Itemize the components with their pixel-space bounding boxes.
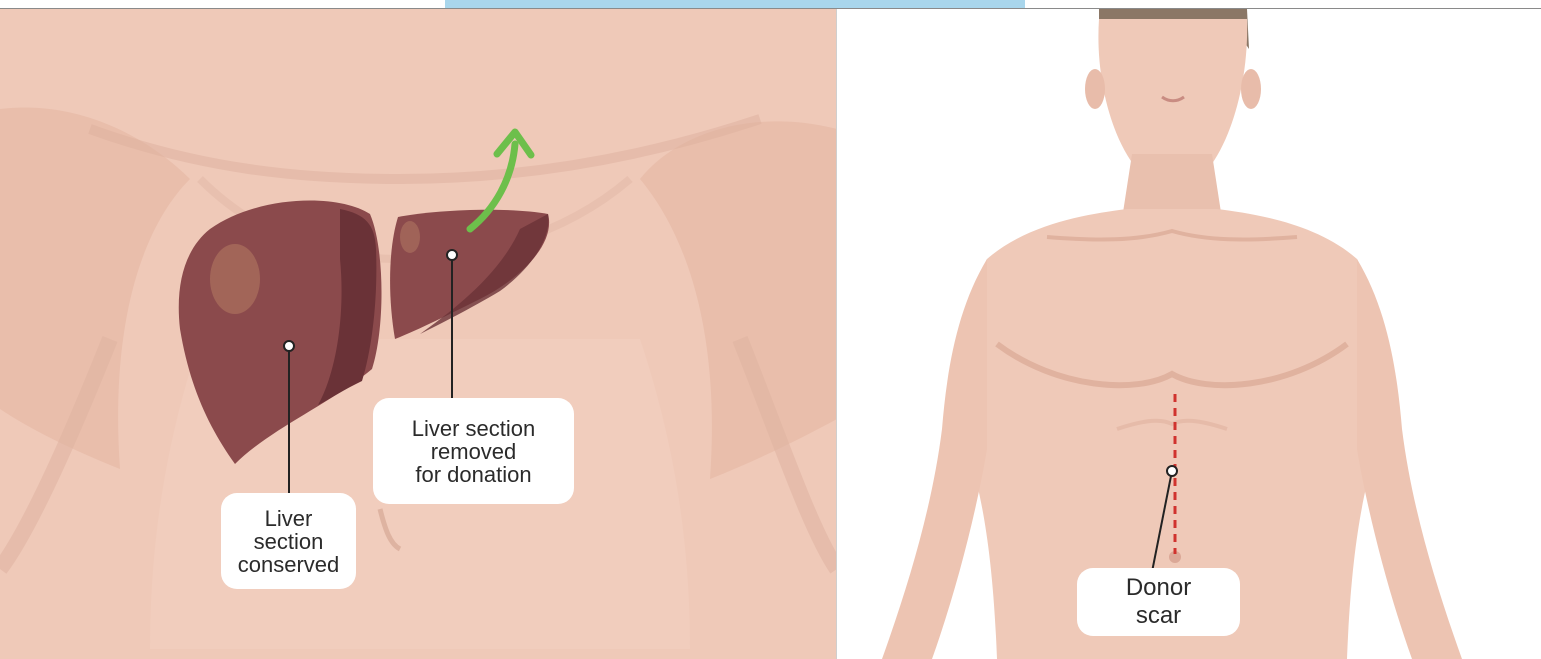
label-scar-line1: Donor xyxy=(1126,574,1191,602)
donor-body-panel: Donor scar xyxy=(837,9,1541,659)
label-removed-line2: removed xyxy=(412,440,536,463)
label-donor-scar: Donor scar xyxy=(1077,568,1240,636)
label-conserved-line1: Liver xyxy=(238,507,340,530)
donor-body-illustration xyxy=(837,9,1541,659)
label-removed-line3: for donation xyxy=(412,463,536,486)
label-conserved-line3: conserved xyxy=(238,553,340,576)
liver-closeup-illustration xyxy=(0,9,837,659)
label-liver-section-conserved: Liver section conserved xyxy=(221,493,356,589)
liver-closeup-panel: Liver section conserved Liver section re… xyxy=(0,9,837,659)
label-conserved-line2: section xyxy=(238,530,340,553)
label-removed-line1: Liver section xyxy=(412,417,536,440)
label-liver-section-removed: Liver section removed for donation xyxy=(373,398,574,504)
label-scar-line2: scar xyxy=(1126,602,1191,630)
